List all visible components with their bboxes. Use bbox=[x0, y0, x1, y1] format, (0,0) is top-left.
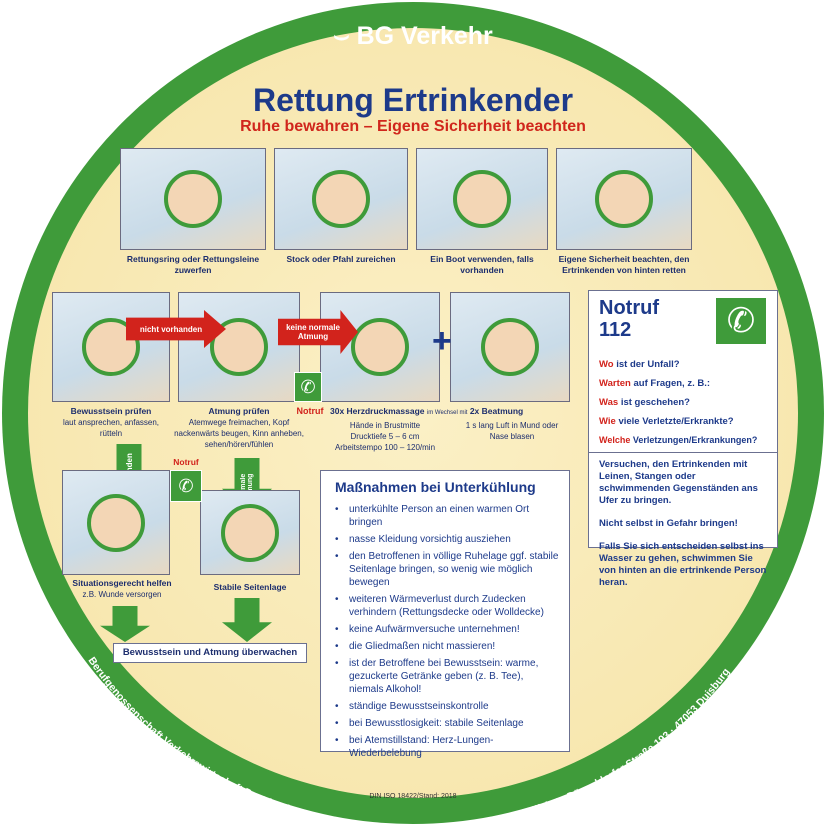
help-illustration bbox=[62, 470, 170, 575]
emergency-call-label: Notruf bbox=[173, 457, 199, 467]
notruf-question: Warten auf Fragen, z. B.: bbox=[599, 378, 711, 389]
rescue-step-caption: Eigene Sicherheit beachten, den Ertrinke… bbox=[558, 254, 690, 275]
caption-title: Situationsgerecht helfen bbox=[72, 578, 172, 588]
cpr-caption: 30x Herzdruckmassage im Wechsel mit 2x B… bbox=[330, 406, 530, 419]
rescue-step-caption: Ein Boot verwenden, falls vorhanden bbox=[430, 254, 534, 275]
hypothermia-item: weiteren Wärmeverlust durch Zudecken ver… bbox=[335, 593, 559, 619]
hypothermia-list: unterkühlte Person an einen warmen Ort b… bbox=[321, 503, 569, 760]
caption-detail: Atemwege freimachen, Kopf nackenwärts be… bbox=[174, 418, 304, 449]
rescue-breath-detail: 1 s lang Luft in Mund oder Nase blasen bbox=[465, 421, 559, 441]
logo-icon: ⌣ bbox=[333, 22, 357, 50]
notruf-note: Falls Sie sich entscheiden selbst ins Wa… bbox=[599, 541, 767, 588]
hypothermia-title: Maßnahmen bei Unterkühlung bbox=[335, 479, 536, 495]
stick-illustration bbox=[274, 148, 408, 250]
notruf-question: Wie viele Verletzte/Erkrankte? bbox=[599, 416, 734, 427]
cpr-detail-line: Drucktiefe 5 – 6 cm bbox=[350, 432, 420, 441]
consciousness-caption: Bewusstsein prüfen laut ansprechen, anfas… bbox=[52, 406, 170, 439]
page-title: Rettung Ertrinkender bbox=[252, 82, 574, 118]
hypothermia-item: ist der Betroffene bei Bewusstsein: warm… bbox=[335, 657, 559, 696]
notruf-note: Nicht selbst in Gefahr bringen! bbox=[599, 518, 738, 529]
hypothermia-item: ständige Bewusstseinskontrolle bbox=[335, 700, 559, 713]
svg-text:Berufgenossenschaft Verkehrswi: Berufgenossenschaft Verkehrswirtschaft P… bbox=[85, 655, 732, 827]
rescue-step-caption: Rettungsring oder Rettungsleine zuwerfen bbox=[126, 254, 260, 275]
circular-footer-text: Berufgenossenschaft Verkehrswirtschaft P… bbox=[85, 655, 732, 827]
hypothermia-item: nasse Kleidung vorsichtig ausziehen bbox=[335, 533, 559, 546]
notruf-title: Notruf bbox=[599, 297, 659, 319]
plus-sign: + bbox=[432, 322, 452, 360]
hypothermia-item: unterkühlte Person an einen warmen Ort b… bbox=[335, 503, 559, 529]
caption-title: 2x Beatmung bbox=[469, 406, 524, 416]
brand-logo: ⌣ BG Verkehr bbox=[0, 22, 826, 51]
caption-title: Atmung prüfen bbox=[208, 406, 270, 416]
emergency-call-label: Notruf bbox=[296, 406, 324, 416]
notruf-question: Wo ist der Unfall? bbox=[599, 359, 680, 370]
emergency-phone-icon: ✆ bbox=[294, 372, 322, 402]
boat-illustration bbox=[416, 148, 548, 250]
caption-detail: z.B. Wunde versorgen bbox=[82, 590, 162, 599]
caption-title: Bewusstsein prüfen bbox=[70, 406, 152, 416]
rescue-from-behind-illustration bbox=[556, 148, 692, 250]
brand-name: BG Verkehr bbox=[356, 22, 493, 50]
notruf-question: Welche Verletzungen/Erkrankungen? bbox=[599, 435, 758, 445]
notruf-number: 112 bbox=[599, 319, 632, 341]
hypothermia-item: den Betroffenen in völlige Ruhelage ggf.… bbox=[335, 550, 559, 589]
caption-title: 30x Herzdruckmassage bbox=[330, 406, 425, 416]
help-caption: Situationsgerecht helfen z.B. Wunde verso… bbox=[62, 578, 182, 600]
cpr-detail-line: Arbeitstempo 100 – 120/min bbox=[334, 443, 436, 452]
rescue-ring-illustration bbox=[120, 148, 266, 250]
caption-joiner: im Wechsel mit bbox=[426, 410, 468, 416]
monitor-box: Bewusstsein und Atmung überwachen bbox=[113, 643, 307, 663]
hypothermia-item: keine Aufwärmversuche unternehmen! bbox=[335, 623, 559, 636]
cpr-illustration bbox=[320, 292, 440, 402]
recovery-caption: Stabile Seitenlage bbox=[213, 582, 287, 592]
emergency-phone-icon: ✆ bbox=[170, 470, 202, 502]
standard-label: DIN ISO 18422/Stand: 2018 bbox=[369, 793, 457, 800]
page-subtitle: Ruhe bewahren – Eigene Sicherheit beacht… bbox=[240, 118, 586, 135]
rescue-step-caption: Stock oder Pfahl zureichen bbox=[286, 254, 396, 264]
notruf-note: Versuchen, den Ertrinkenden mit Leinen, … bbox=[599, 459, 758, 506]
emergency-phone-icon: ✆ bbox=[715, 297, 767, 345]
recovery-position-illustration bbox=[200, 490, 300, 575]
hypothermia-item: bei Atemstillstand: Herz-Lungen-Wiederbe… bbox=[335, 734, 559, 760]
hypothermia-item: die Gliedmaßen nicht massieren! bbox=[335, 640, 559, 653]
consciousness-illustration bbox=[52, 292, 170, 402]
cpr-detail-line: Hände in Brustmitte bbox=[349, 421, 421, 430]
rescue-breath-illustration bbox=[450, 292, 570, 402]
emergency-call-box: Notruf 112 ✆ Wo ist der Unfall? Warten a… bbox=[588, 290, 778, 588]
hypothermia-box: Maßnahmen bei Unterkühlung unterkühlte P… bbox=[320, 470, 570, 759]
notruf-question: Was ist geschehen? bbox=[599, 397, 690, 408]
hypothermia-item: bei Bewusstlosigkeit: stabile Seitenlage bbox=[335, 717, 559, 730]
caption-detail: laut ansprechen, anfassen, rütteln bbox=[62, 418, 160, 438]
